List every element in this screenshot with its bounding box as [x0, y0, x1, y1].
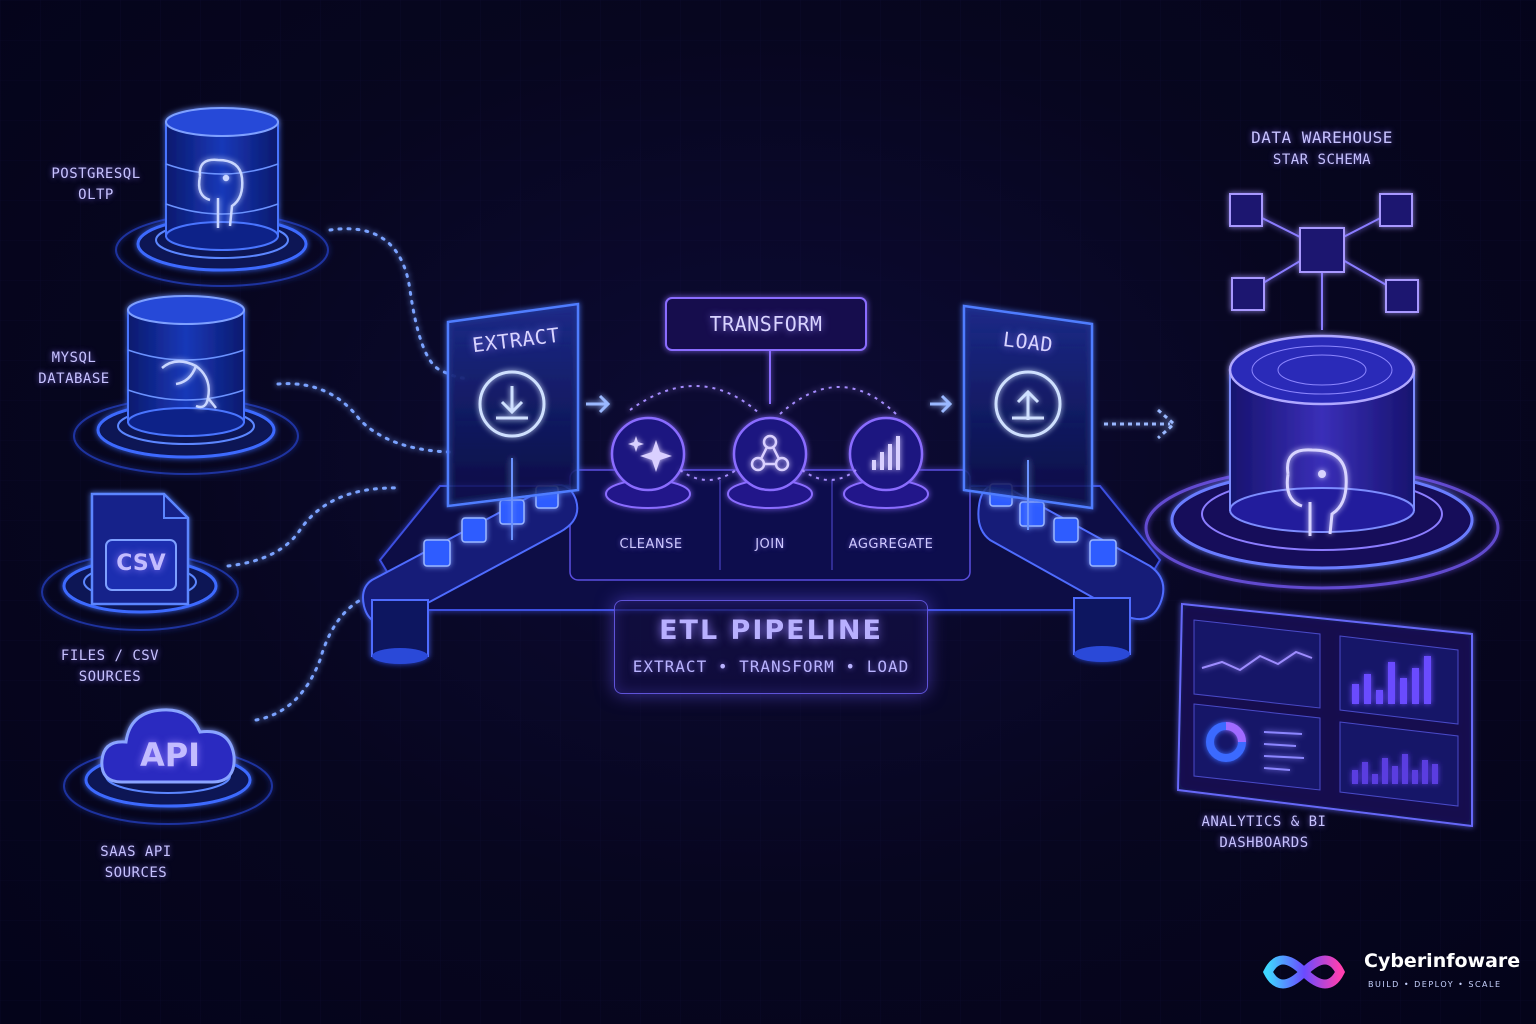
- mysql-source-label: MYSQL DATABASE: [38, 350, 110, 387]
- sparkle-icon: [628, 436, 672, 472]
- bar-chart-icon: [872, 436, 900, 470]
- dashboard-list-icon: [1263, 731, 1305, 771]
- analytics-dashboard: [1176, 602, 1473, 828]
- mysql-source-node: [73, 295, 299, 475]
- brand-block: Cyberinfoware BUILD • DEPLOY • SCALE: [1256, 944, 1520, 1000]
- postgresql-source-node: [115, 107, 329, 287]
- cleanse-orb: [605, 416, 691, 509]
- api-icon-text: API: [139, 736, 201, 774]
- api-source-node: [63, 708, 273, 825]
- star-schema-graph: [1229, 193, 1419, 330]
- warehouse-elephant-icon: [1285, 448, 1348, 536]
- flow-arrows: [586, 394, 1177, 440]
- dashboard-label: ANALYTICS & BI DASHBOARDS: [1201, 814, 1327, 851]
- dashboard-histogram-icon: [1352, 754, 1438, 784]
- data-cubes: [423, 483, 1117, 567]
- join-orb: [727, 416, 813, 509]
- csv-source-node: [41, 492, 239, 631]
- postgresql-source-label: POSTGRESQL OLTP: [51, 166, 141, 203]
- transform-stage-title: TRANSFORM: [709, 312, 823, 336]
- dashboard-donut-icon: [1206, 722, 1246, 762]
- upload-icon: [994, 370, 1062, 438]
- etl-pipeline-title: ETL PIPELINE: [659, 615, 883, 646]
- dolphin-icon: [161, 360, 217, 409]
- dashboard-line-chart-icon: [1201, 650, 1313, 672]
- download-icon: [478, 370, 546, 438]
- brand-tagline: BUILD • DEPLOY • SCALE: [1368, 980, 1502, 989]
- aggregate-step-label: AGGREGATE: [848, 537, 934, 552]
- warehouse-subtitle: STAR SCHEMA: [1272, 152, 1372, 168]
- warehouse-cylinder: [1144, 334, 1500, 590]
- csv-source-label: FILES / CSV SOURCES: [60, 648, 160, 685]
- etl-pipeline-banner: ETL PIPELINE EXTRACT • TRANSFORM • LOAD: [614, 600, 928, 694]
- join-step-label: JOIN: [755, 537, 785, 552]
- brand-logo-icon: [1262, 955, 1346, 989]
- dashboard-bar-chart-icon: [1352, 656, 1431, 704]
- csv-icon-text: CSV: [116, 551, 166, 576]
- join-icon: [750, 434, 790, 472]
- api-source-label: SAAS API SOURCES: [100, 844, 172, 881]
- transform-flow-arcs: [629, 385, 897, 481]
- elephant-icon: [197, 158, 244, 228]
- cleanse-step-label: CLEANSE: [619, 537, 683, 552]
- aggregate-orb: [843, 416, 929, 509]
- warehouse-title: DATA WAREHOUSE: [1251, 128, 1393, 147]
- brand-name: Cyberinfoware: [1364, 950, 1521, 972]
- transform-header-box: [665, 297, 867, 404]
- etl-pipeline-subtitle: EXTRACT • TRANSFORM • LOAD: [632, 657, 910, 676]
